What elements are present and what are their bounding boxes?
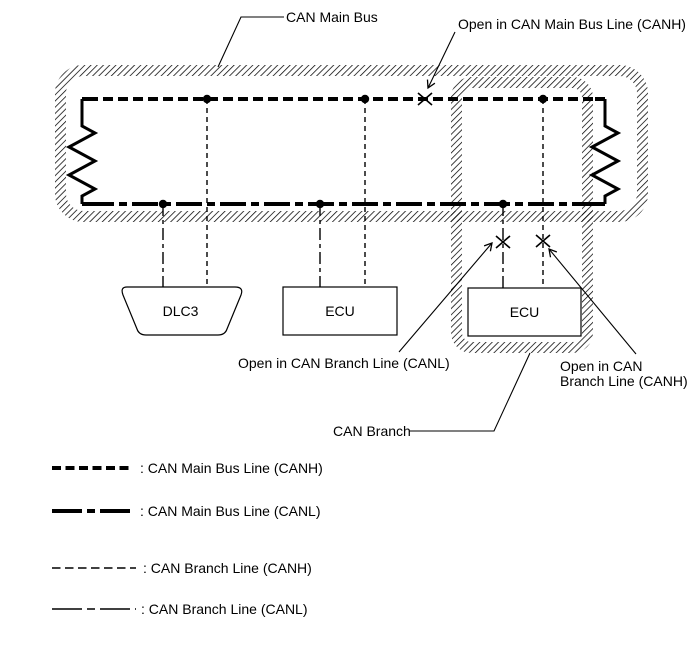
legend-label-main-canh: : CAN Main Bus Line (CANH): [140, 460, 323, 476]
open-branch-canh-label: Open in CAN Branch Line (CANH): [560, 359, 688, 389]
dlc3-box: [121, 286, 243, 336]
ecu2-label: ECU: [509, 304, 540, 320]
open-branch-canl-arrow: [398, 242, 493, 353]
terminating-resistor-left: [65, 99, 99, 204]
can-branch-label: CAN Branch: [333, 423, 411, 439]
legend-label-branch-canh: : CAN Branch Line (CANH): [143, 560, 312, 576]
can-branch-housing: [451, 77, 593, 353]
can-main-bus-housing: [55, 65, 648, 222]
main-bus-leader-line: [217, 16, 284, 68]
dlc3-label: DLC3: [162, 303, 199, 319]
open-branch-canh-label-line1: Open in CAN: [560, 358, 643, 374]
junction-dot: [360, 94, 370, 104]
open-mark-main-canh: [417, 92, 433, 106]
junction-dot: [315, 199, 325, 209]
legend-label-branch-canl: : CAN Branch Line (CANL): [141, 601, 308, 617]
junction-dot: [498, 199, 508, 209]
junction-dot: [158, 199, 168, 209]
junction-dot: [538, 94, 548, 104]
open-branch-canh-label-line2: Branch Line (CANH): [560, 373, 688, 389]
ecu1-branch-lines: [319, 99, 366, 287]
open-mark-branch-canl: [495, 235, 511, 249]
open-branch-canl-label: Open in CAN Branch Line (CANL): [238, 355, 450, 371]
open-main-canh-label: Open in CAN Main Bus Line (CANH): [458, 16, 686, 32]
junction-dots: [158, 94, 548, 209]
open-branch-canh-arrow: [548, 247, 637, 355]
junction-dot: [202, 94, 212, 104]
can-branch-leader-line: [409, 352, 531, 432]
dlc3-branch-lines: [162, 99, 208, 287]
ecu1-box: [282, 286, 398, 336]
legend-label-main-canl: : CAN Main Bus Line (CANL): [140, 503, 321, 519]
can-main-bus-label: CAN Main Bus: [286, 9, 378, 25]
open-main-canh-arrow: [426, 31, 456, 90]
ecu2-box: [467, 287, 582, 337]
terminating-resistor-right: [588, 99, 622, 204]
ecu1-label: ECU: [325, 303, 355, 319]
open-mark-branch-canh: [535, 234, 551, 248]
ecu2-branch-lines: [502, 99, 544, 288]
